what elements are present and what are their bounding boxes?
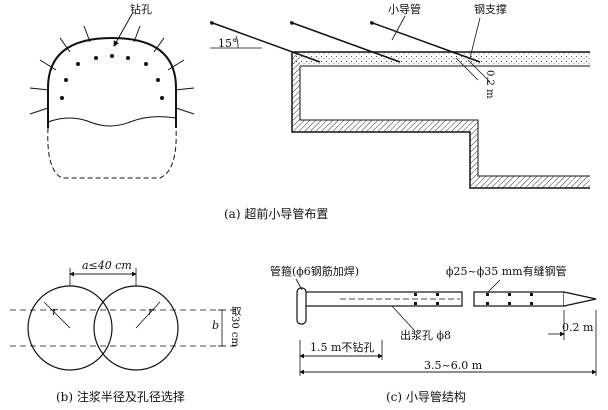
grout-radius-diagram [10, 268, 240, 371]
drill-holes [60, 54, 164, 100]
small-pipe-label: 小导管 [388, 3, 421, 16]
grout-hole-label: 出浆孔 ϕ8 [400, 329, 451, 342]
radius-right-label: r [148, 305, 154, 318]
drill-hole-leader [113, 13, 133, 47]
total-length-label: 3.5~6.0 m [424, 359, 483, 372]
slotted-pipe-label: ϕ25~ϕ35 mm有缝钢管 [446, 265, 567, 278]
angle-label: 15° [218, 37, 238, 50]
radial-pipes [29, 25, 195, 115]
grout-zone [292, 52, 590, 66]
tip-length-label: 0.2 m [562, 321, 594, 334]
tunnel-arch [47, 36, 177, 128]
pipe-tip [563, 291, 597, 307]
b-value-label: 取30 cm [229, 306, 240, 347]
radius-left-label: r [52, 305, 58, 318]
advance-pipes [209, 21, 481, 63]
tunnel-section [29, 13, 195, 179]
excavation-line [47, 116, 177, 127]
spacing-a-label: a≤40 cm [82, 259, 132, 272]
tunnel-lower-outline [47, 127, 177, 179]
caption-c: (c) 小导管结构 [386, 390, 466, 404]
drill-hole-label: 钻孔 [130, 3, 152, 16]
spacing-label: 0.2 m [484, 70, 495, 99]
pipe-structure [295, 278, 597, 376]
grout-holes [414, 293, 533, 305]
steel-support-label: 钢支撑 [474, 3, 507, 16]
caption-a: (a) 超前小导管布置 [224, 207, 329, 221]
pipe-hoop [296, 287, 307, 325]
pipe-hoop-label: 管箍(ϕ6钢筋加焊) [270, 265, 360, 278]
caption-b: (b) 注浆半径及孔径选择 [56, 390, 185, 404]
b-label: b [212, 319, 220, 332]
longitudinal-profile [209, 15, 590, 189]
no-drill-label: 1.5 m不钻孔 [310, 341, 375, 354]
